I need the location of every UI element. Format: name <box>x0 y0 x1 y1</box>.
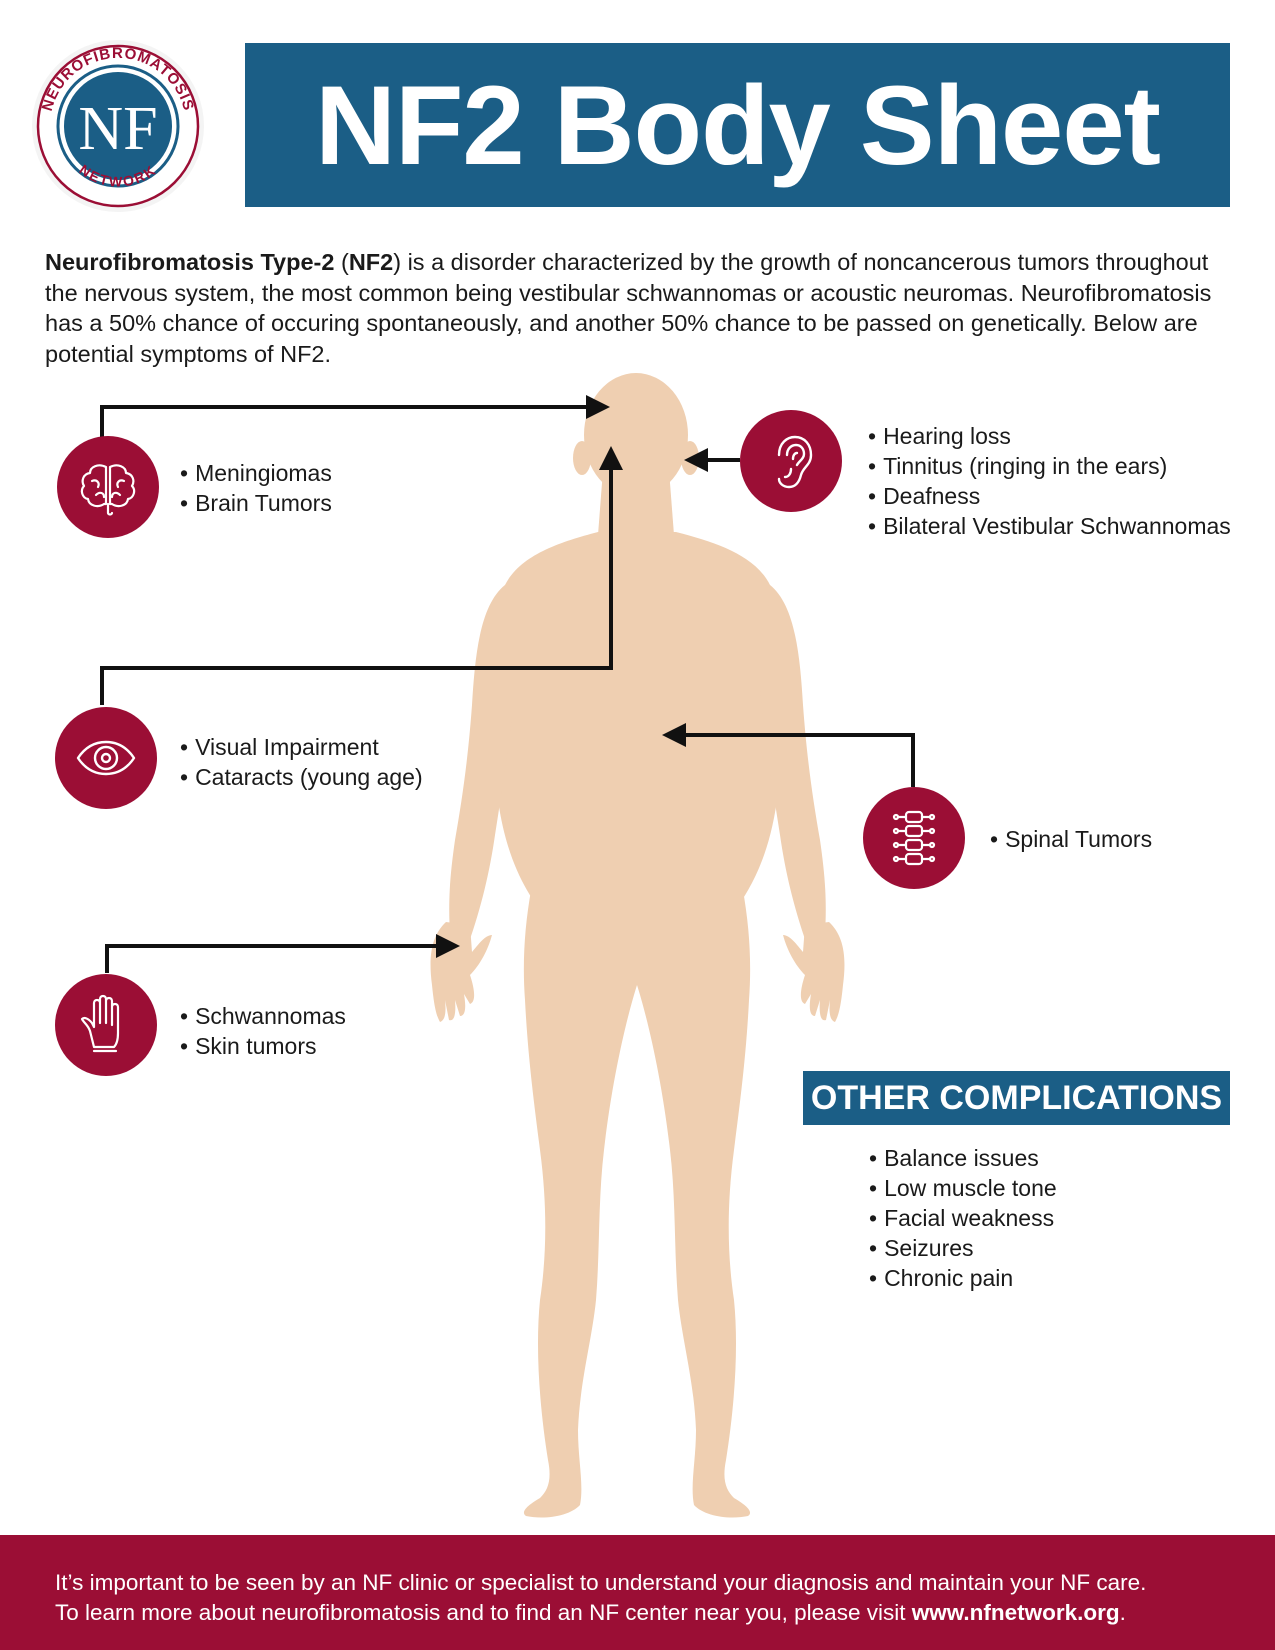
ear-icon-circle <box>740 410 842 512</box>
connector-arrows <box>100 395 915 973</box>
nf-network-logo: NEUROFIBROMATOSIS NETWORK NF <box>32 40 204 212</box>
list-item: Facial weakness <box>869 1203 1057 1233</box>
list-item: Cataracts (young age) <box>180 762 423 792</box>
list-item: Deafness <box>868 481 1231 511</box>
spine-symptom-list: Spinal Tumors <box>990 824 1152 854</box>
eye-icon <box>76 740 136 776</box>
page-title: NF2 Body Sheet <box>315 62 1161 188</box>
other-complications-list: Balance issues Low muscle tone Facial we… <box>869 1143 1057 1293</box>
list-item: Balance issues <box>869 1143 1057 1173</box>
spine-icon <box>892 810 936 866</box>
list-item: Visual Impairment <box>180 732 423 762</box>
intro-abbr: NF2 <box>348 249 394 275</box>
spine-icon-circle <box>863 787 965 889</box>
hand-symptom-list: Schwannomas Skin tumors <box>180 1001 346 1061</box>
hand-icon-circle <box>55 974 157 1076</box>
footer-line-2: To learn more about neurofibromatosis an… <box>55 1598 1126 1628</box>
list-item: Low muscle tone <box>869 1173 1057 1203</box>
other-complications-heading: OTHER COMPLICATIONS <box>803 1071 1230 1125</box>
brain-icon-circle <box>57 436 159 538</box>
arrow-spine <box>662 723 915 787</box>
arrow-eye <box>100 446 623 705</box>
list-item: Tinnitus (ringing in the ears) <box>868 451 1231 481</box>
ear-icon <box>777 435 813 489</box>
hand-icon <box>80 994 120 1053</box>
footer-banner: It’s important to be seen by an NF clini… <box>0 1535 1275 1650</box>
eye-icon-circle <box>55 707 157 809</box>
intro-paragraph: Neurofibromatosis Type-2 (NF2) is a diso… <box>45 249 1212 367</box>
footer-line-2-text: To learn more about neurofibromatosis an… <box>55 1600 912 1625</box>
footer-url-link[interactable]: www.nfnetwork.org <box>911 1600 1120 1625</box>
list-item: Seizures <box>869 1233 1057 1263</box>
list-item: Brain Tumors <box>180 488 332 518</box>
intro-text: is a disorder characterized by the growt… <box>45 249 1212 367</box>
list-item: Spinal Tumors <box>990 824 1152 854</box>
logo-monogram: NF <box>78 95 157 163</box>
list-item: Skin tumors <box>180 1031 346 1061</box>
brain-icon <box>80 464 136 516</box>
list-item: Hearing loss <box>868 421 1231 451</box>
ear-symptom-list: Hearing loss Tinnitus (ringing in the ea… <box>868 421 1231 541</box>
footer-line-2-suffix: . <box>1119 1600 1126 1625</box>
intro-term: Neurofibromatosis Type-2 <box>45 249 335 275</box>
eye-symptom-list: Visual Impairment Cataracts (young age) <box>180 732 423 792</box>
arrow-brain <box>100 395 610 437</box>
list-item: Chronic pain <box>869 1263 1057 1293</box>
list-item: Bilateral Vestibular Schwannomas <box>868 511 1231 541</box>
arrow-hand <box>105 934 460 973</box>
human-silhouette <box>430 373 845 1518</box>
footer-line-1: It’s important to be seen by an NF clini… <box>55 1570 1147 1595</box>
list-item: Meningiomas <box>180 458 332 488</box>
title-banner: NF2 Body Sheet <box>245 43 1230 207</box>
brain-symptom-list: Meningiomas Brain Tumors <box>180 458 332 518</box>
list-item: Schwannomas <box>180 1001 346 1031</box>
